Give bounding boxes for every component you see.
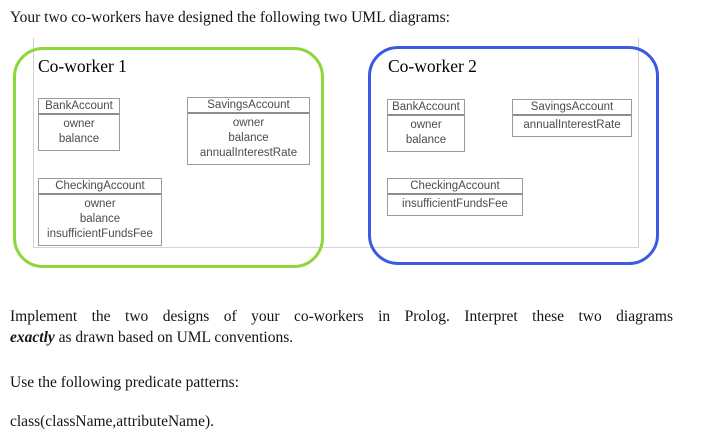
instructions-line2-rest: as drawn based on UML conventions. (54, 329, 294, 346)
uml-attribute: balance (58, 133, 100, 145)
intro-text: Your two co-workers have designed the fo… (10, 9, 450, 26)
uml-class-name: SavingsAccount (188, 98, 309, 114)
uml-class-name: BankAccount (39, 99, 119, 115)
coworker2-title: Co-worker 2 (388, 56, 477, 76)
instructions-emphasis: exactly (10, 329, 55, 346)
uml-attribute: annualInterestRate (523, 119, 621, 131)
uml-attributes: owner balance (388, 116, 464, 151)
uml-attribute: owner (63, 118, 95, 130)
uml-class-bankaccount-cw1: BankAccount owner balance (38, 98, 120, 151)
uml-attribute: insufficientFundsFee (47, 228, 153, 240)
uml-class-savingsaccount-cw1: SavingsAccount owner balance annualInter… (187, 97, 310, 165)
uml-class-name: BankAccount (388, 100, 464, 116)
uml-attribute: balance (79, 213, 121, 225)
coworker1-title: Co-worker 1 (38, 56, 127, 76)
uml-attribute: insufficientFundsFee (402, 198, 508, 210)
instructions-line2: exactly as drawn based on UML convention… (10, 327, 673, 348)
uml-class-name: CheckingAccount (388, 179, 522, 195)
uml-class-checkingaccount-cw2: CheckingAccount insufficientFundsFee (387, 178, 523, 216)
uml-attributes: annualInterestRate (513, 116, 631, 136)
uml-attributes: insufficientFundsFee (388, 195, 522, 215)
uml-attributes: owner balance (39, 115, 119, 150)
uml-class-savingsaccount-cw2: SavingsAccount annualInterestRate (512, 99, 632, 137)
uml-attributes: owner balance annualInterestRate (188, 114, 309, 164)
uml-class-name: SavingsAccount (513, 100, 631, 116)
uml-attribute: owner (84, 198, 116, 210)
predicate-pattern-text: class(className,attributeName). (10, 413, 214, 430)
uml-class-name: CheckingAccount (39, 179, 161, 195)
coworker2-panel (368, 46, 659, 265)
predicate-intro-text: Use the following predicate patterns: (10, 374, 239, 391)
uml-class-checkingaccount-cw1: CheckingAccount owner balance insufficie… (38, 178, 162, 246)
instructions-paragraph: Implement the two designs of your co-wor… (10, 306, 673, 348)
instructions-line1: Implement the two designs of your co-wor… (10, 308, 673, 325)
uml-attribute: balance (228, 132, 269, 144)
uml-attribute: owner (410, 119, 442, 131)
uml-attribute: balance (405, 134, 447, 146)
uml-attribute: owner (232, 117, 265, 129)
uml-class-bankaccount-cw2: BankAccount owner balance (387, 99, 465, 152)
coworker1-panel (13, 47, 324, 268)
uml-attributes: owner balance insufficientFundsFee (39, 195, 161, 245)
uml-attribute: annualInterestRate (199, 147, 298, 159)
